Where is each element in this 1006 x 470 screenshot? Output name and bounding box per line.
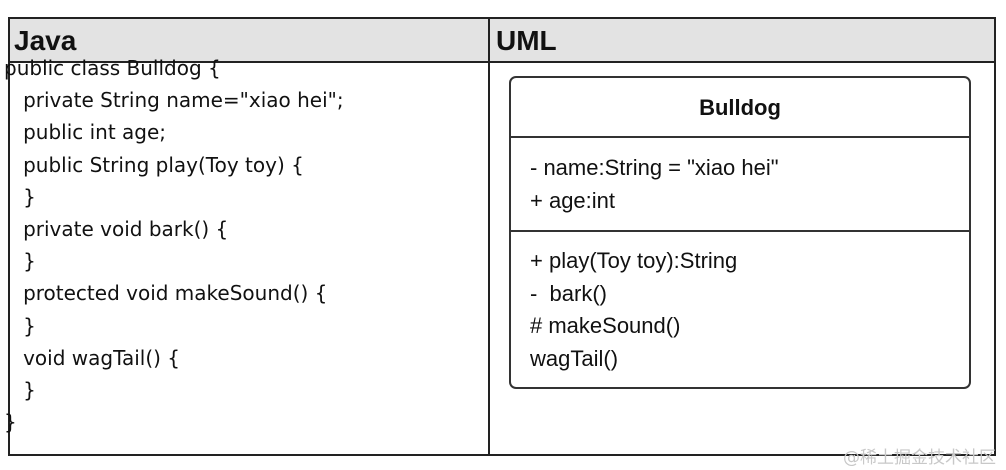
- comparison-table: Java UML: [8, 17, 996, 456]
- code-line: private void bark() {: [4, 216, 229, 241]
- uml-attributes-section: - name:String = "xiao hei" + age:int: [511, 138, 969, 232]
- code-line: }: [4, 249, 36, 274]
- uml-method: # makeSound(): [530, 313, 681, 338]
- watermark: @稀土掘金技术社区: [843, 448, 996, 468]
- uml-method: + play(Toy toy):String: [530, 248, 738, 273]
- uml-column-header: UML: [496, 25, 557, 56]
- uml-methods-section: + play(Toy toy):String - bark() # makeSo…: [511, 232, 969, 375]
- java-column-header: Java: [14, 25, 77, 56]
- code-line: protected void makeSound() {: [4, 281, 328, 306]
- code-line: private String name="xiao hei";: [4, 88, 344, 113]
- code-line: void wagTail() {: [4, 345, 181, 370]
- uml-method: wagTail(): [530, 345, 619, 371]
- code-line: public int age;: [4, 120, 167, 145]
- java-code-block: public class Bulldog { private String na…: [4, 52, 344, 438]
- code-line: }: [4, 184, 36, 209]
- uml-method: - bark(): [530, 280, 607, 306]
- uml-class-box: Bulldog - name:String = "xiao hei" + age…: [509, 76, 971, 389]
- uml-attribute: + age:int: [530, 187, 616, 213]
- uml-attribute: - name:String = "xiao hei": [530, 155, 779, 180]
- uml-class-name: Bulldog: [511, 78, 969, 138]
- code-line: }: [4, 377, 36, 402]
- column-divider: [488, 19, 490, 454]
- code-line: public class Bulldog {: [4, 56, 221, 80]
- code-line: }: [4, 313, 36, 338]
- code-line: }: [4, 410, 17, 435]
- code-line: public String play(Toy toy) {: [4, 152, 304, 177]
- table-header-row: Java UML: [10, 19, 994, 63]
